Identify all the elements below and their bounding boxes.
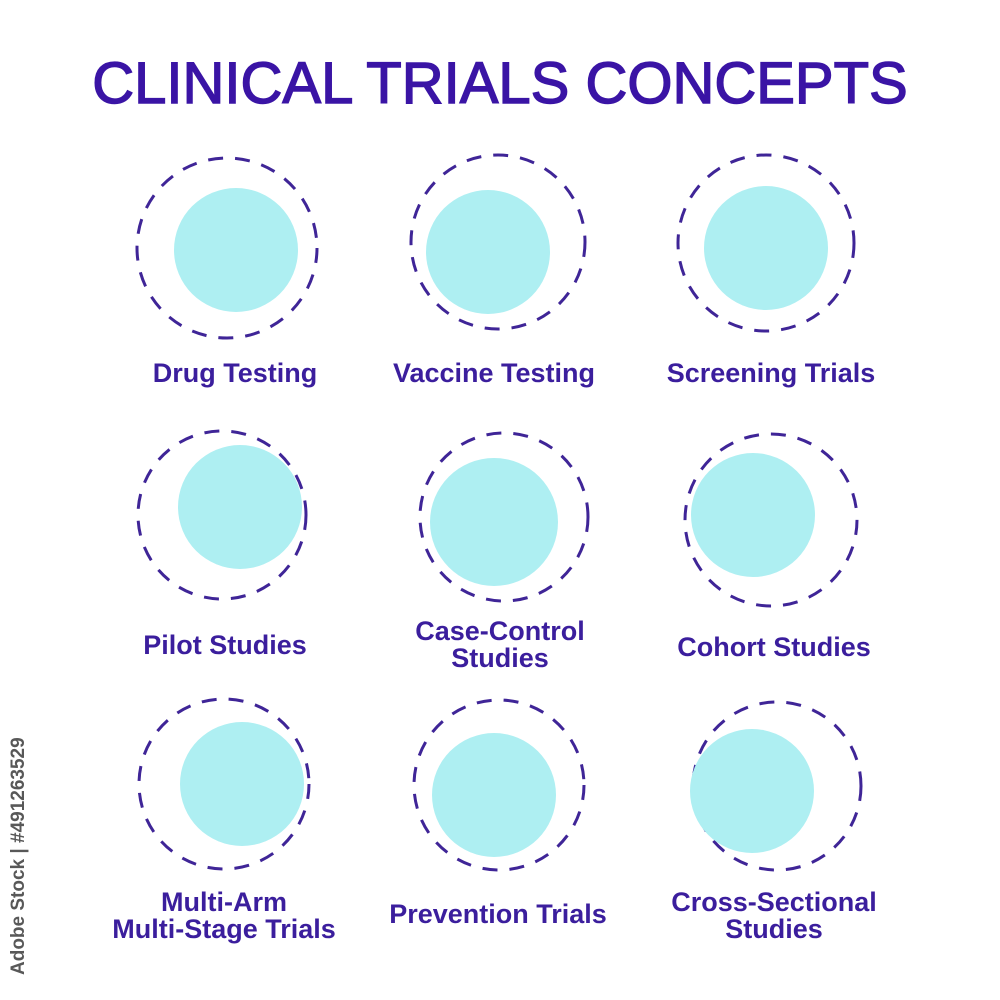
svg-text:Case-Control: Case-Control [415,616,585,646]
svg-text:Prevention Trials: Prevention Trials [389,899,607,929]
svg-text:CLINICAL TRIALS CONCEPTS: CLINICAL TRIALS CONCEPTS [92,51,907,116]
svg-text:Vaccine Testing: Vaccine Testing [393,358,595,388]
svg-text:Cohort Studies: Cohort Studies [677,632,871,662]
svg-text:Studies: Studies [451,643,549,673]
svg-text:Multi-Arm: Multi-Arm [161,887,287,917]
svg-text:Cross-Sectional: Cross-Sectional [671,887,877,917]
svg-text:Multi-Stage Trials: Multi-Stage Trials [112,914,336,944]
svg-text:Pilot Studies: Pilot Studies [143,630,307,660]
svg-text:Adobe Stock | #491263529: Adobe Stock | #491263529 [8,737,29,975]
svg-text:Studies: Studies [725,914,823,944]
svg-text:Screening Trials: Screening Trials [667,358,876,388]
svg-text:Drug Testing: Drug Testing [153,358,318,388]
